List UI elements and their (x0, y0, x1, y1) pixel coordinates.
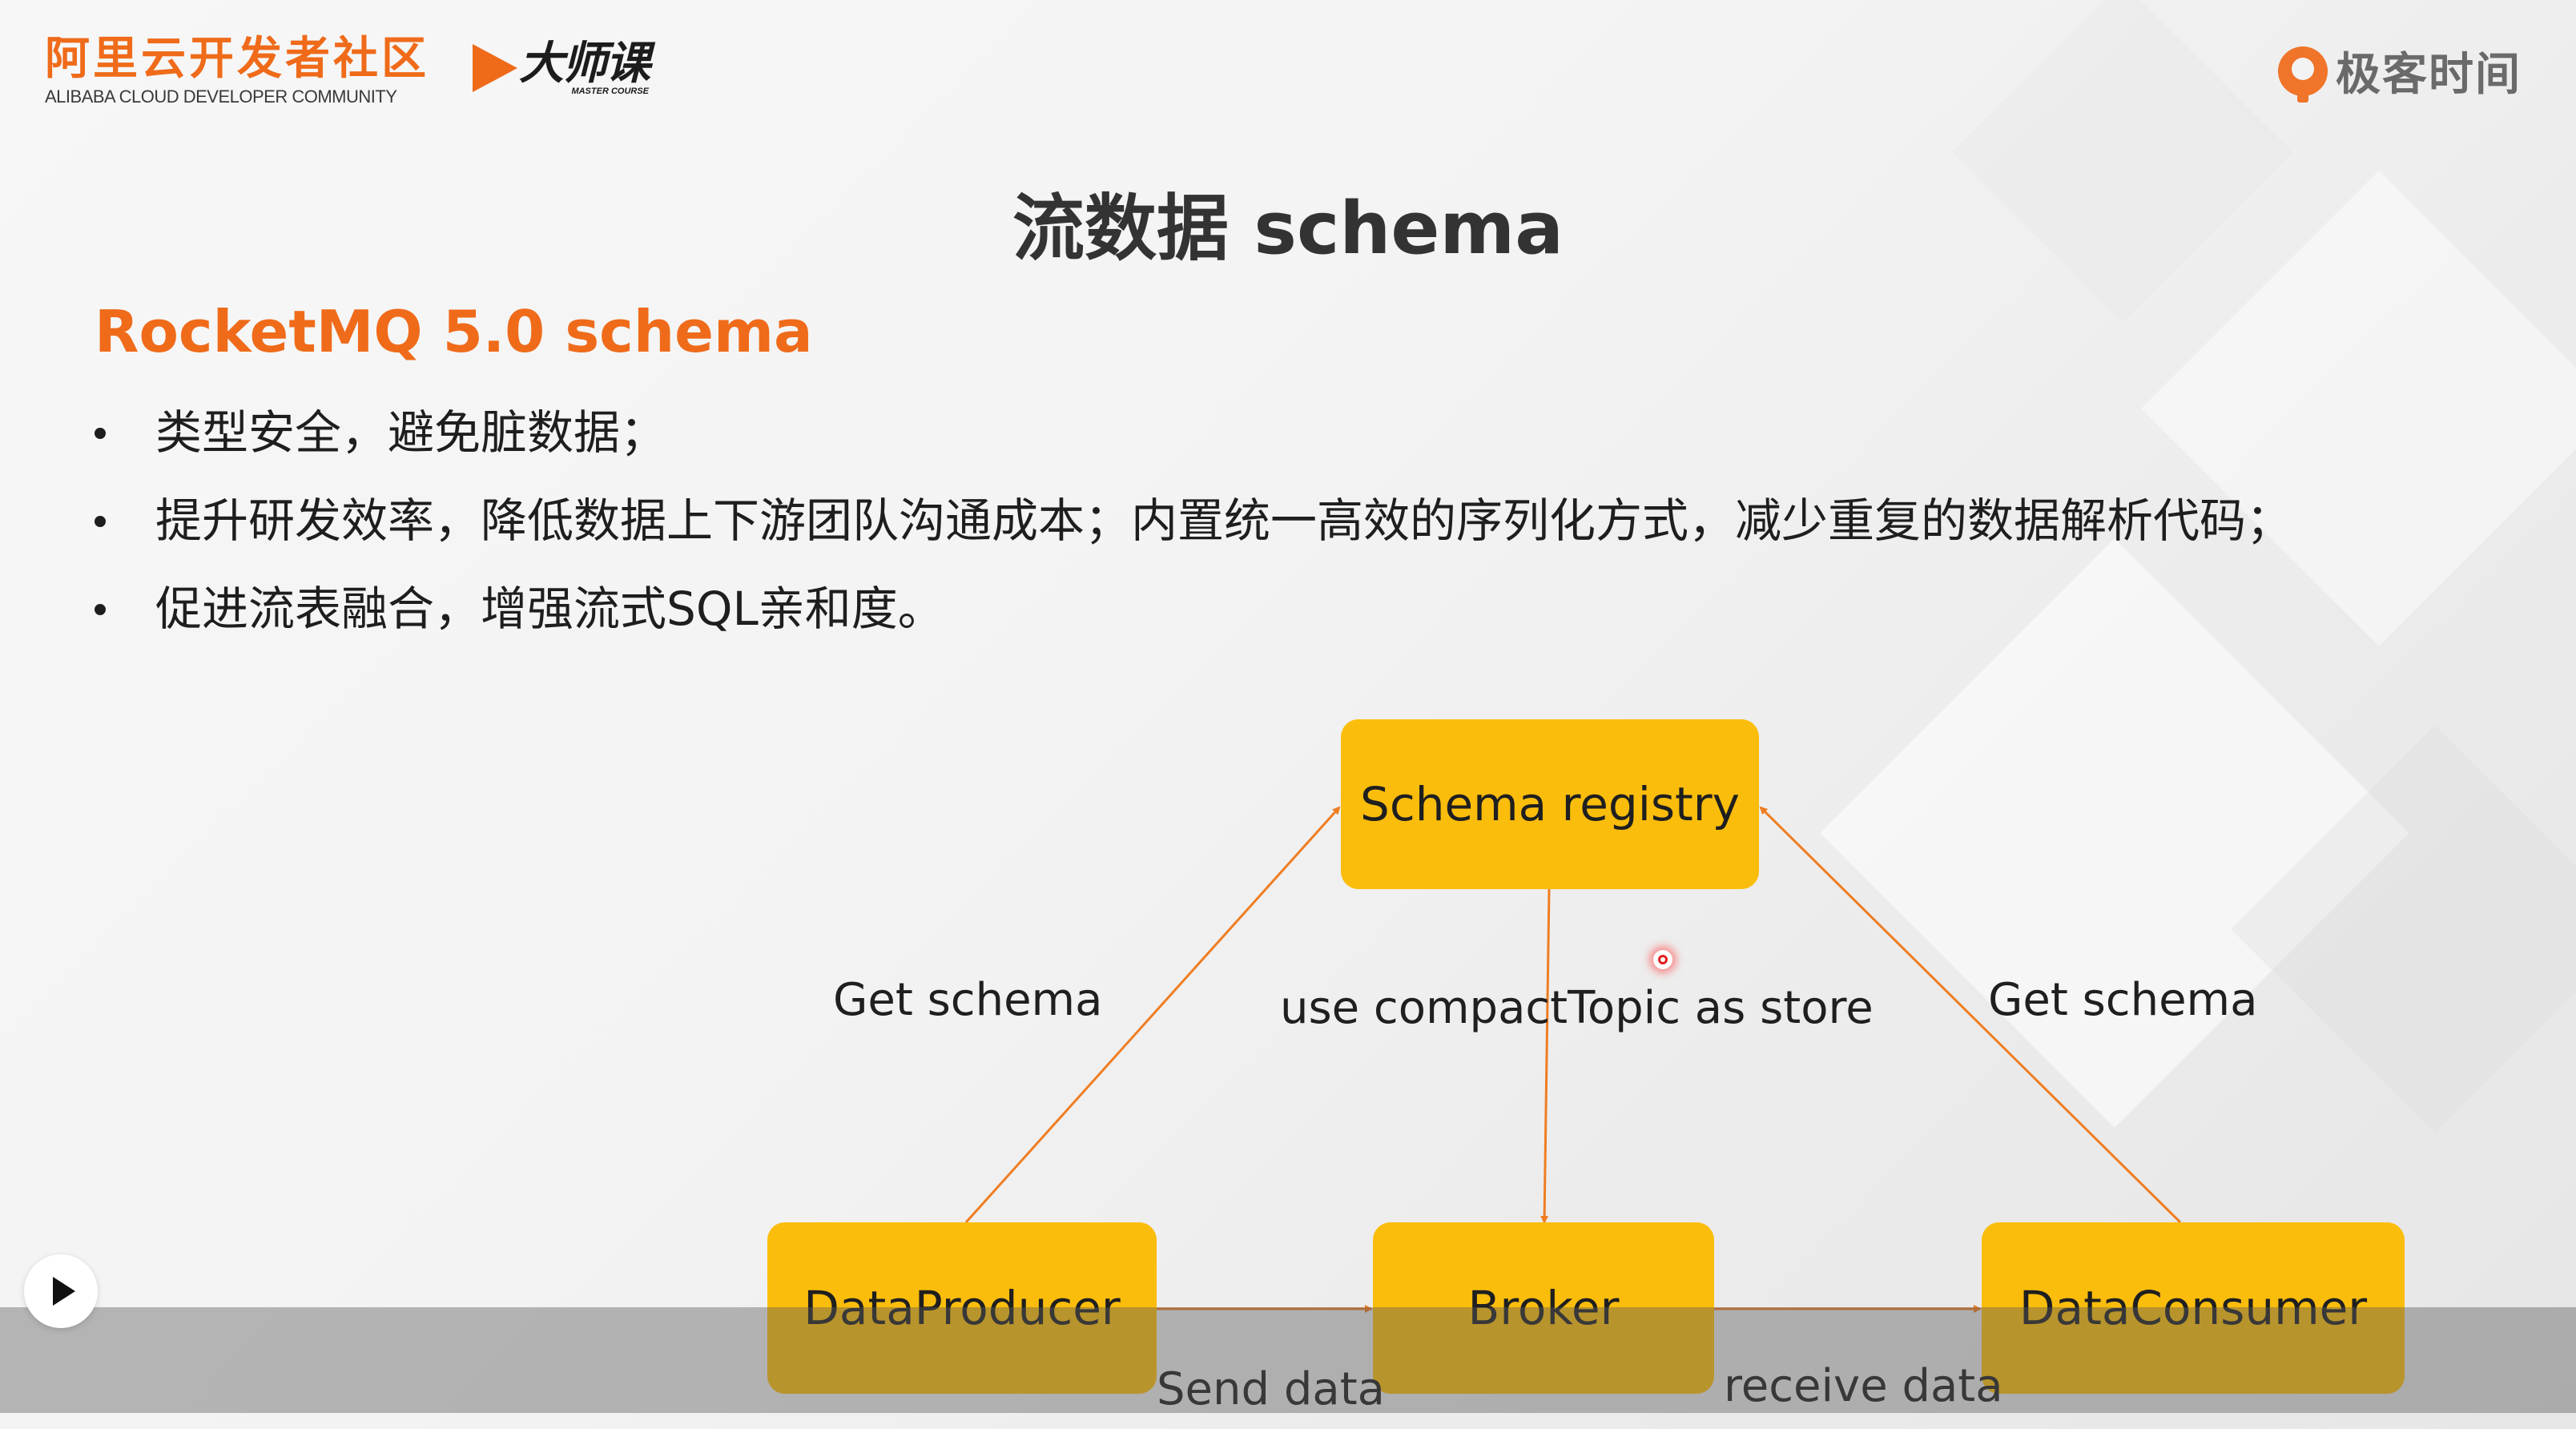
master-course-cn: 大师课 (519, 38, 650, 90)
play-button[interactable] (24, 1254, 98, 1328)
bullet-item: 提升研发效率，降低数据上下游团队沟通成本；内置统一高效的序列化方式，减少重复的数… (88, 489, 2292, 577)
edge-label-producer-get-schema: Get schema (833, 974, 1103, 1026)
aliyun-logo-en: ALIBABA CLOUD DEVELOPER COMMUNITY (45, 87, 397, 107)
aliyun-logo-cn: 阿里云开发者社区 (45, 33, 429, 85)
play-icon (53, 1277, 75, 1306)
laser-pointer-icon (1653, 950, 1672, 969)
edge-label-receive-data: receive data (1724, 1360, 2003, 1412)
bullet-item: 促进流表融合，增强流式SQL亲和度。 (88, 577, 2292, 665)
bullet-dot-icon (95, 516, 106, 527)
arrow-consumer-to-registry (1759, 806, 2182, 1224)
edge-label-compact-topic: use compactTopic as store (1280, 982, 1874, 1034)
edge-label-send-data: Send data (1157, 1363, 1385, 1415)
bullet-item: 类型安全，避免脏数据； (88, 401, 2292, 489)
bullet-list: 类型安全，避免脏数据； 提升研发效率，降低数据上下游团队沟通成本；内置统一高效的… (88, 401, 2292, 665)
bullet-dot-icon (95, 428, 106, 439)
schema-registry-node: Schema registry (1341, 719, 1759, 889)
bullet-text: 促进流表融合，增强流式SQL亲和度。 (155, 582, 944, 636)
master-course-logo: 大师课 MASTER COURSE (473, 38, 650, 96)
arrow-producer-to-registry (964, 806, 1341, 1224)
data-consumer-node: DataConsumer (1982, 1222, 2405, 1394)
geektime-name: 极客时间 (2336, 49, 2522, 101)
bullet-text: 类型安全，避免脏数据； (155, 405, 667, 460)
data-producer-node: DataProducer (767, 1222, 1157, 1394)
aliyun-logo: 阿里云开发者社区 ALIBABA CLOUD DEVELOPER COMMUNI… (45, 34, 429, 107)
slide-title: 流数据 schema (1012, 187, 1564, 271)
section-title: RocketMQ 5.0 schema (95, 298, 813, 365)
bullet-dot-icon (95, 604, 106, 615)
video-control-bar[interactable] (0, 1307, 2576, 1413)
broker-node: Broker (1373, 1222, 1714, 1394)
geektime-logo: 极客时间 (2278, 38, 2522, 103)
master-course-triangle-icon (473, 44, 517, 92)
arrow-registry-to-broker (1540, 888, 1551, 1224)
geektime-mark-icon (2278, 46, 2328, 103)
edge-label-consumer-get-schema: Get schema (1988, 974, 2258, 1026)
bullet-text: 提升研发效率，降低数据上下游团队沟通成本；内置统一高效的序列化方式，减少重复的数… (155, 493, 2293, 548)
master-course-en: MASTER COURSE (571, 87, 649, 96)
